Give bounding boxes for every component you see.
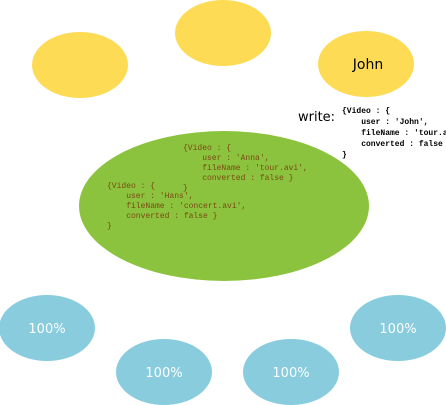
worker-progress-2: 100% [145, 366, 182, 381]
worker-progress-1: 100% [28, 322, 65, 337]
write-operation-label: write: [298, 110, 336, 125]
worker-node-2 [116, 339, 212, 405]
tuple-entry-anna: {Video : { user : 'Anna', fileName : 'to… [183, 144, 308, 193]
client-label-john: John [352, 57, 383, 73]
worker-progress-4: 100% [379, 322, 416, 337]
worker-node-3 [243, 339, 339, 405]
tuple-entry-hans: {Video : { user : 'Hans', fileName : 'co… [107, 182, 247, 231]
tuple-space [79, 131, 369, 281]
client-node-john [318, 31, 414, 97]
worker-node-1 [0, 295, 95, 361]
client-node-1 [32, 32, 128, 98]
worker-progress-3: 100% [272, 366, 309, 381]
write-tuple-code: {Video : { user : 'John', fileName : 'to… [342, 107, 446, 160]
client-node-2 [175, 0, 271, 66]
worker-node-4 [350, 295, 446, 361]
